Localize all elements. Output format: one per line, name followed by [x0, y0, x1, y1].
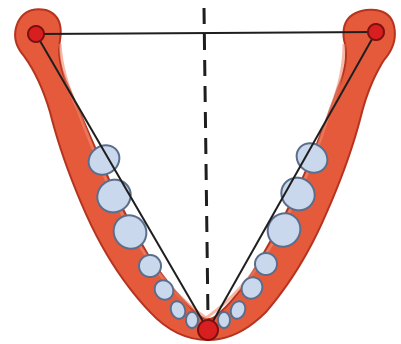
intercondylar-line	[36, 32, 376, 34]
tooth	[186, 312, 198, 328]
left-condyle-point	[28, 26, 44, 42]
tooth	[218, 312, 230, 328]
midline-dashed	[204, 8, 208, 318]
right-condyle-point	[368, 24, 384, 40]
right-ramus-line	[208, 32, 376, 330]
left-ramus-line	[36, 34, 208, 330]
symphysis-point	[198, 320, 218, 340]
